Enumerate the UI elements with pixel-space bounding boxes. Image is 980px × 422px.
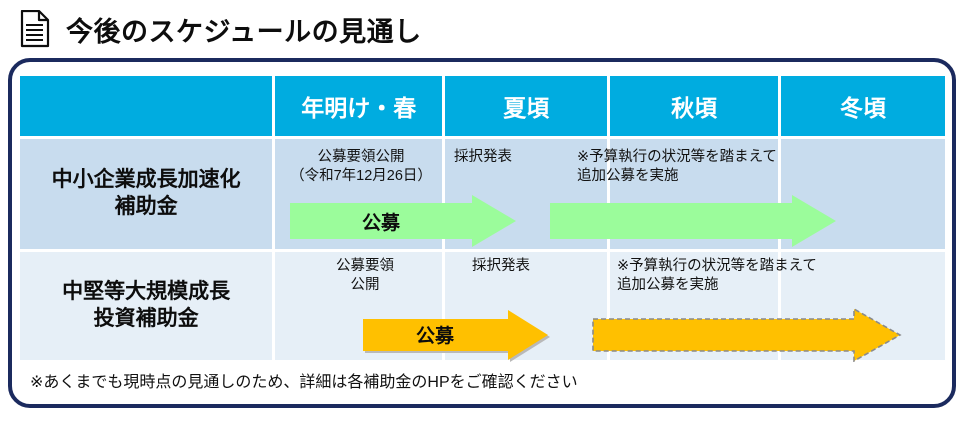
row1-cell-autumn xyxy=(610,139,779,249)
page-title: 今後のスケジュールの見通し xyxy=(66,16,422,47)
row1-cell-spring xyxy=(275,139,443,249)
header-cell-summer: 夏頃 xyxy=(445,76,608,136)
row1-cell-winter xyxy=(781,139,945,249)
row-label-line1: 中堅等大規模成長 xyxy=(62,280,231,304)
row2-cell-spring xyxy=(275,252,443,360)
row-label-cell-sme: 中小企業成長加速化補助金 xyxy=(20,139,273,249)
row1-cell-summer xyxy=(445,139,608,249)
header-cell-corner xyxy=(20,76,273,136)
page-title-bar: 今後のスケジュールの見通し xyxy=(20,6,422,52)
row2-cell-summer xyxy=(445,252,608,360)
row-label-sme: 中小企業成長加速化補助金 xyxy=(20,139,272,249)
row-label-line2: 投資補助金 xyxy=(93,307,199,330)
row2-cell-autumn xyxy=(610,252,779,360)
table-row: 中小企業成長加速化補助金 xyxy=(20,139,945,249)
row-label-line1: 中小企業成長加速化 xyxy=(51,168,241,192)
header-cell-autumn: 秋頃 xyxy=(610,76,779,136)
row-label-cell-large: 中堅等大規模成長投資補助金 xyxy=(20,252,273,360)
header-cell-winter: 冬頃 xyxy=(781,76,945,136)
document-icon xyxy=(20,10,50,48)
schedule-table: 年明け・春 夏頃 秋頃 冬頃 中小企業成長加速化補助金 中堅等大規模成長投資補助… xyxy=(20,76,945,362)
table-header-row: 年明け・春 夏頃 秋頃 冬頃 xyxy=(20,76,945,136)
table-row: 中堅等大規模成長投資補助金 xyxy=(20,252,945,360)
row-label-large: 中堅等大規模成長投資補助金 xyxy=(20,252,272,360)
footer-note: ※あくまでも現時点の見通しのため、詳細は各補助金のHPをご確認ください xyxy=(30,374,578,391)
header-cell-spring: 年明け・春 xyxy=(275,76,443,136)
row-label-line2: 補助金 xyxy=(114,195,178,218)
row2-cell-winter xyxy=(781,252,945,360)
